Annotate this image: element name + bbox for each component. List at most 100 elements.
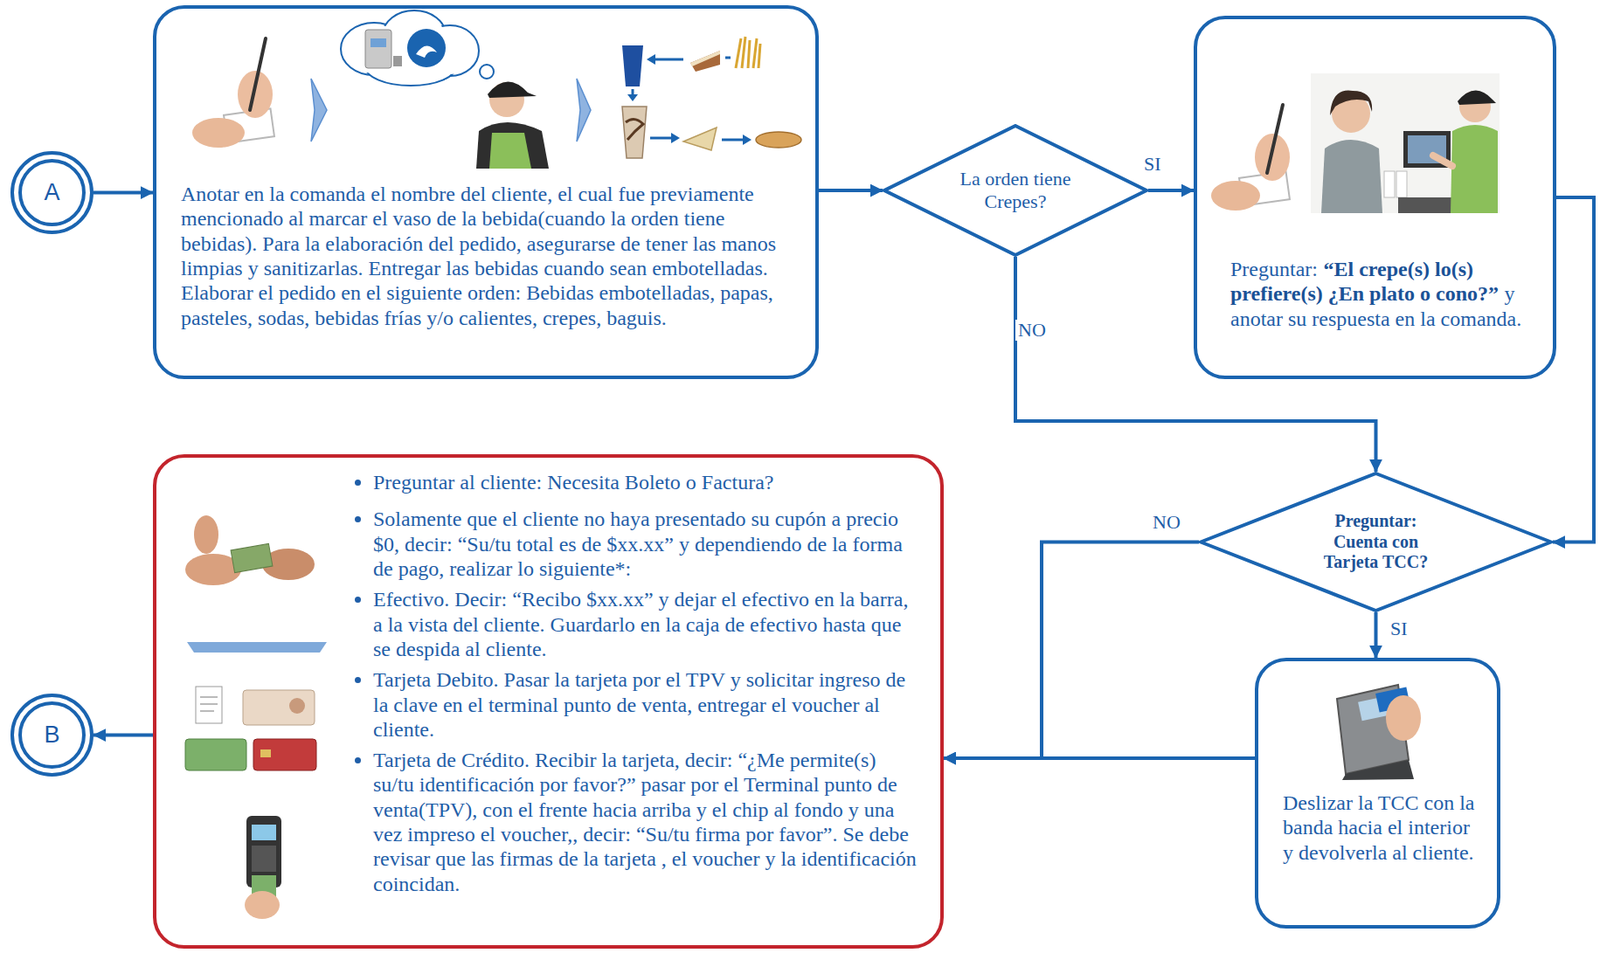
sequence-arrowhead — [742, 134, 752, 146]
shape-content: Preguntar: Cuenta con Tarjeta TCC? — [1198, 471, 1553, 613]
soap-bottle — [393, 55, 402, 67]
cashier-cap — [1457, 90, 1497, 105]
hand — [192, 117, 245, 148]
payment-box: Preguntar al cliente: Necesita Boleto o … — [152, 454, 944, 949]
connector-circle: A — [10, 151, 94, 235]
connector-letter: B — [43, 721, 60, 750]
hand — [1385, 695, 1421, 742]
id-photo — [289, 698, 305, 714]
cashier-arm — [1433, 155, 1453, 167]
inner-ring — [20, 703, 84, 768]
register-base — [1398, 197, 1456, 214]
connector-letter: A — [43, 179, 60, 208]
dispenser-window — [370, 38, 387, 48]
inner-ring — [20, 160, 84, 225]
card-reader — [244, 816, 282, 920]
customer-hair — [1329, 90, 1372, 116]
shirt — [476, 122, 549, 169]
outer-ring — [12, 695, 92, 776]
diamond-shape — [1200, 473, 1552, 611]
receipt-line — [200, 697, 218, 699]
sequence-arrowhead — [646, 54, 656, 65]
decision-diamond: La orden tiene Crepes? — [882, 124, 1149, 257]
credit-card — [253, 739, 317, 771]
food-sequence — [622, 36, 802, 159]
flow-connector — [943, 756, 1255, 761]
payment-documents — [185, 686, 317, 771]
receipt — [195, 686, 222, 724]
flow-connector — [1374, 612, 1379, 659]
wash-hands-icon — [415, 45, 437, 58]
decision-diamond: Preguntar: Cuenta con Tarjeta TCC? — [1198, 471, 1553, 613]
crepe — [683, 127, 717, 151]
bullet-item: Tarjeta de Crédito. Recibir la tarjeta, … — [373, 748, 918, 897]
flow-connector — [93, 191, 153, 195]
text-column: Preguntar: Cuenta con Tarjeta TCC? — [1310, 511, 1442, 574]
writing-hand — [1211, 104, 1290, 211]
finger — [193, 515, 219, 555]
connector-circle: B — [10, 693, 94, 777]
process-box: Anotar en la comanda el nombre del clien… — [152, 5, 819, 380]
card-swipe — [1336, 685, 1421, 781]
customer-body — [1321, 139, 1383, 214]
flow-connector — [818, 188, 883, 193]
frappe-cup — [622, 106, 647, 159]
edge-label: SI — [1141, 153, 1164, 175]
text-group: Preguntar:“El crepe(s) lo(s) prefiere(s)… — [1230, 256, 1532, 332]
decision-text: Preguntar: Cuenta con Tarjeta TCC? — [1310, 511, 1442, 574]
bullet-item: Preguntar al cliente: Necesita Boleto o … — [373, 470, 918, 495]
counter-photo — [1310, 73, 1500, 214]
cash-exchange — [185, 515, 315, 586]
thought-bubble — [479, 64, 494, 79]
thought-cloud — [340, 10, 494, 86]
baguette — [755, 131, 802, 148]
cap — [487, 81, 537, 98]
hand — [237, 70, 273, 118]
reader-keys — [251, 845, 277, 873]
outer-ring — [12, 152, 92, 233]
edge-label: SI — [1387, 618, 1411, 640]
bottle-cup — [622, 45, 644, 87]
cashier-apron — [1450, 124, 1498, 214]
sequence-arrow — [651, 58, 684, 62]
terminal-base — [1342, 760, 1414, 781]
diamond-shape — [884, 125, 1147, 256]
bullet-item: Efectivo. Decir: “Recibo $xx.xx” y dejar… — [373, 587, 918, 662]
cup — [1384, 171, 1395, 198]
flow-connector — [1552, 197, 1594, 543]
fries — [735, 36, 761, 69]
flow-connector — [943, 542, 1199, 760]
separator-bar — [187, 642, 327, 653]
employee — [476, 81, 549, 169]
text-column: B — [43, 721, 60, 750]
shape-content: A — [10, 151, 94, 235]
flow-connector — [1148, 188, 1194, 193]
sequence-arrow — [721, 138, 747, 142]
soap-dispenser — [365, 29, 392, 69]
shape-content: La orden tiene Crepes? — [882, 124, 1149, 257]
banknote — [230, 543, 273, 573]
text-column: La orden tiene Crepes? — [941, 167, 1090, 214]
edge-label: NO — [1015, 319, 1049, 341]
wash-hands-sign — [407, 28, 446, 68]
box-text: Anotar en la comanda el nombre del clien… — [180, 181, 793, 331]
shape-content: B — [10, 693, 94, 777]
process-box: Preguntar:“El crepe(s) lo(s) prefiere(s)… — [1193, 15, 1557, 380]
writing-hand — [192, 38, 275, 148]
id-card — [242, 690, 315, 726]
chevron — [311, 78, 327, 142]
pen — [249, 38, 266, 111]
debit-card — [185, 739, 247, 771]
hand — [244, 891, 280, 920]
decision-text: La orden tiene Crepes? — [941, 167, 1090, 214]
frappe-swirl — [625, 118, 644, 140]
bullet-item: Solamente que el cliente no haya present… — [373, 506, 918, 582]
text-column: A — [43, 179, 60, 208]
card-chip — [260, 749, 271, 758]
box-text: Preguntar: — [1230, 257, 1318, 281]
cake-cream — [690, 50, 721, 67]
bullet-item: Tarjeta Debito. Pasar la tarjeta por el … — [373, 667, 918, 742]
sequence-arrowhead — [627, 94, 638, 102]
sequence-arrow — [725, 56, 731, 60]
